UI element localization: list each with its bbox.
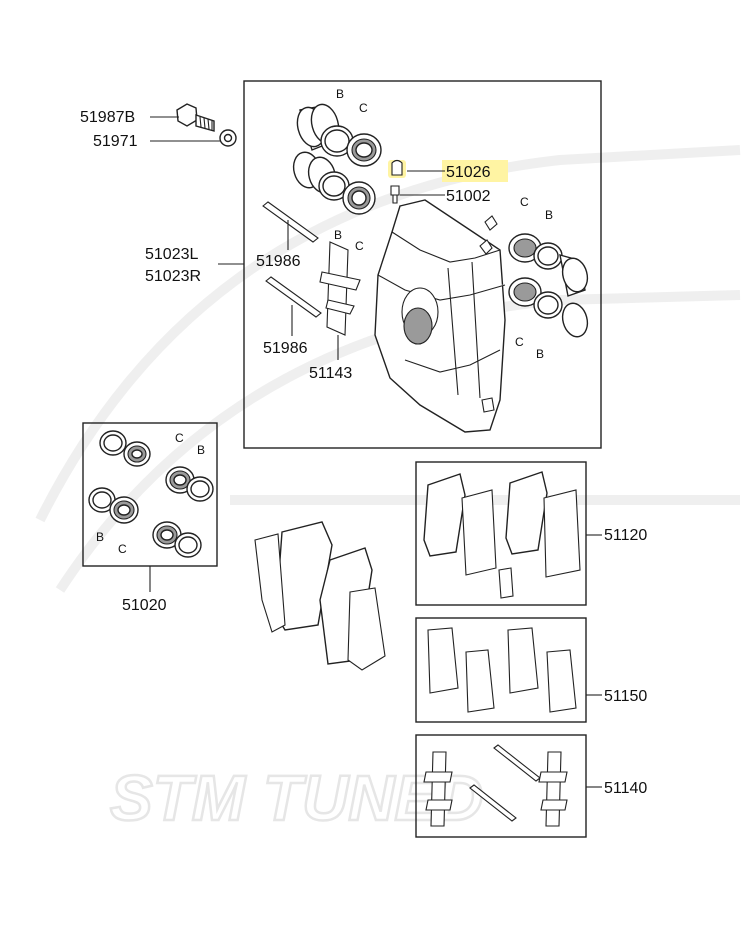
- label-51971: 51971: [93, 133, 138, 150]
- seal-b-right-1: [533, 242, 563, 270]
- seal-letter-b-mid: B: [334, 228, 342, 242]
- seal-letter-c-right-bottom: C: [515, 335, 524, 349]
- bleeder-cap-51026: [388, 159, 406, 178]
- seal-letter-b-kit-bottom: B: [96, 530, 104, 544]
- washer-51971: [219, 129, 237, 147]
- piston-upper-left-1: [296, 103, 340, 151]
- seal-letter-c-right-top: C: [520, 195, 529, 209]
- label-51986-upper: 51986: [256, 253, 301, 270]
- label-51986-lower: 51986: [263, 340, 308, 357]
- seal-c-upper-1: [346, 133, 382, 167]
- seal-c-upper-2: [342, 181, 376, 215]
- seal-letter-b-right-top: B: [545, 208, 553, 222]
- label-51143: 51143: [309, 365, 352, 382]
- seal-letter-b-kit-top: B: [197, 443, 205, 457]
- shim-set-shims: [427, 627, 577, 713]
- loose-brake-pad-front: [254, 521, 333, 633]
- seal-kit-seals: [88, 430, 214, 558]
- spring-51143: [319, 241, 361, 336]
- pad-set-pads: [423, 471, 581, 599]
- piston-right-2: [561, 302, 589, 338]
- seal-b-right-2: [533, 291, 563, 319]
- label-51023R: 51023R: [145, 268, 201, 285]
- pin-clip-parts: [423, 744, 568, 827]
- seal-c-right-1: [508, 233, 542, 263]
- seal-letter-c-upper: C: [359, 101, 368, 115]
- seal-letter-c-kit-top: C: [175, 431, 184, 445]
- bleeder-screw-51002: [390, 185, 400, 204]
- label-51140: 51140: [604, 780, 647, 797]
- pin-51986-lower: [265, 276, 322, 318]
- label-51150: 51150: [604, 688, 647, 705]
- watermark-text: STM TUNED: [110, 762, 483, 834]
- highlight-51026: [442, 160, 508, 182]
- bolt-51987B: [176, 103, 215, 132]
- seal-letter-c-kit-bottom: C: [118, 542, 127, 556]
- label-51987B: 51987B: [80, 109, 135, 126]
- seal-letter-c-mid: C: [355, 239, 364, 253]
- shim-set-box-51150: [415, 617, 587, 723]
- loose-brake-pad-rear: [319, 547, 386, 671]
- label-51002: 51002: [446, 188, 491, 205]
- label-51023L: 51023L: [145, 246, 198, 263]
- label-51120: 51120: [604, 527, 647, 544]
- seal-letter-b-right-bottom: B: [536, 347, 544, 361]
- caliper-body: [374, 199, 506, 433]
- label-51020: 51020: [122, 597, 167, 614]
- piston-right-1: [559, 254, 589, 297]
- seal-b-upper-1: [320, 125, 354, 157]
- pad-set-box-51120: [415, 461, 587, 606]
- pin-51986-upper: [262, 201, 319, 243]
- label-51026: 51026: [446, 164, 491, 181]
- pin-clip-box-51140: [415, 734, 587, 838]
- seal-letter-b-upper: B: [336, 87, 344, 101]
- seal-c-right-2: [508, 277, 542, 307]
